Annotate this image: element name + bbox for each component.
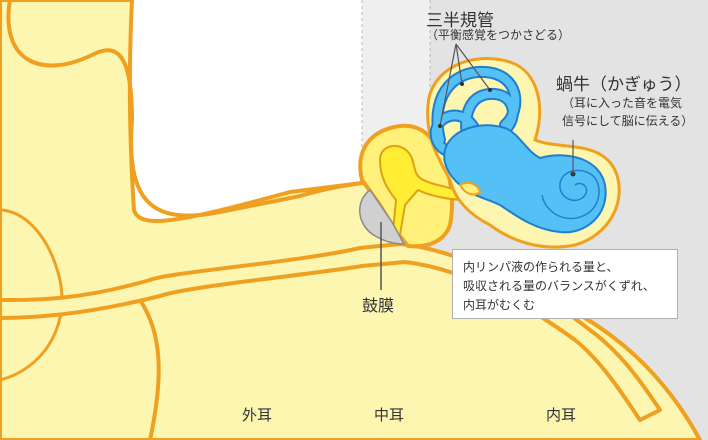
callout-line-3: 内耳がむくむ <box>463 298 536 312</box>
pointer-dot-2 <box>460 82 464 86</box>
region-label-inner-ear: 内耳 <box>546 406 577 424</box>
semicircular-pointer-lines <box>439 43 491 127</box>
region-label-outer-ear: 外耳 <box>242 406 273 424</box>
cochlea-subtitle-line2: 信号にして脳に伝える） <box>562 114 694 128</box>
region-label-middle-ear: 中耳 <box>374 406 405 424</box>
semicircular-canals-subtitle: （平衡感覚をつかさどる） <box>426 28 571 42</box>
cochlea-title: 蝸牛（かぎゅう） <box>556 75 692 95</box>
eardrum-membrane <box>359 188 406 245</box>
cochlea-spiral <box>541 169 600 220</box>
round-window <box>458 181 482 196</box>
pointer-dot-1 <box>438 124 442 128</box>
cochlea-subtitle-line1: （耳に入った音を電気 <box>562 96 683 110</box>
ear-lobe <box>0 0 363 440</box>
pointer-dot-3 <box>488 88 492 92</box>
eardrum-label: 鼓膜 <box>362 296 395 315</box>
jaw-outline <box>138 298 161 440</box>
callout-line-2: 吸収される量のバランスがくずれ、 <box>463 279 655 293</box>
semicircular-canals-fill <box>431 67 520 156</box>
callout-box: 内リンパ液の作られる量と、 吸収される量のバランスがくずれ、 内耳がむくむ <box>452 249 678 319</box>
ear-inner-fold <box>0 208 64 382</box>
semicircular-canals-title: 三半規管 <box>426 11 494 31</box>
callout-line-1: 内リンパ液の作られる量と、 <box>463 260 619 274</box>
